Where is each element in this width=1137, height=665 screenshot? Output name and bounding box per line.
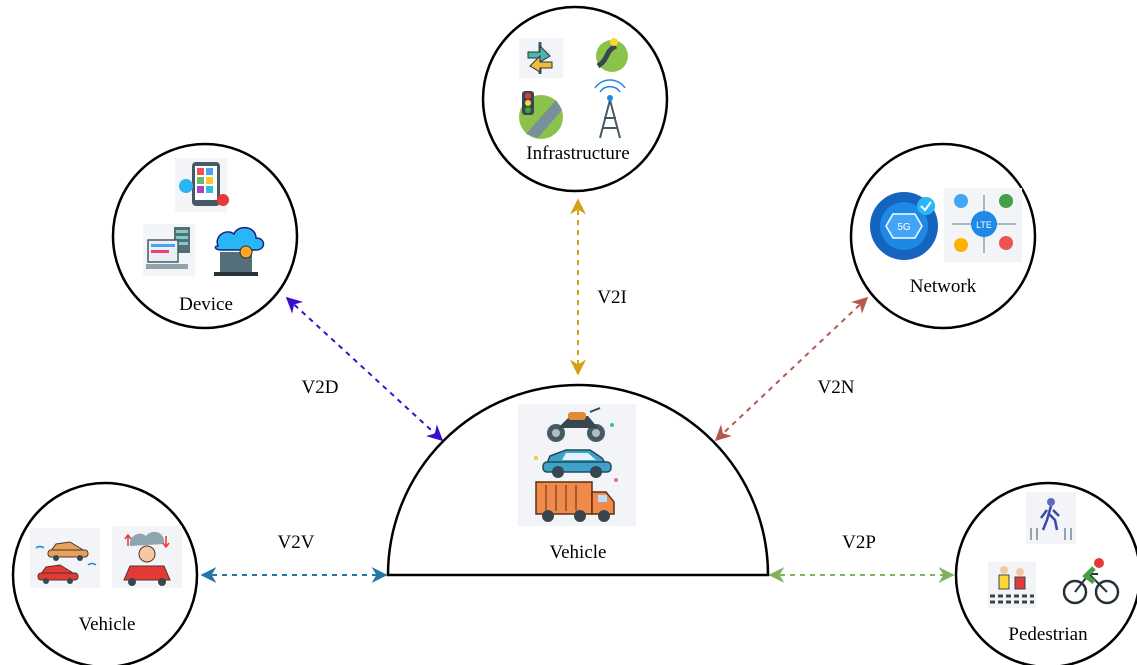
infrastructure-node: Infrastructure — [481, 5, 669, 193]
tablet-settings-icon — [175, 158, 229, 212]
connected-cars-icon — [30, 528, 100, 588]
network-label: Network — [910, 276, 977, 297]
vehicle-left-node: Vehicle — [11, 481, 199, 665]
crossroad-sign-icon — [519, 38, 563, 78]
svg-text:5G: 5G — [897, 222, 911, 233]
traffic-light-road-icon — [519, 91, 563, 139]
pedestrian-node: Pedestrian — [954, 481, 1137, 665]
motorcycle-icon — [547, 407, 605, 442]
vehicle-left-label: Vehicle — [79, 614, 136, 635]
svg-text:LTE: LTE — [976, 220, 992, 230]
car-driver-icon — [112, 526, 182, 588]
v2v-label: V2V — [278, 532, 315, 553]
pedestrian-label: Pedestrian — [1008, 624, 1088, 645]
road-landscape-icon — [596, 38, 628, 72]
vehicle-center-node: Vehicle — [386, 383, 770, 577]
v2p-label: V2P — [842, 532, 876, 553]
v2d-arrow — [285, 296, 444, 442]
crosswalk-icon — [1026, 492, 1076, 544]
cyclist-icon — [1062, 558, 1120, 605]
lte-network-icon: LTE — [944, 188, 1022, 262]
car-icon — [542, 449, 612, 478]
v2d-label: V2D — [302, 377, 339, 398]
v2n-label: V2N — [818, 377, 855, 398]
server-computer-icon — [143, 224, 195, 276]
vehicle-icons-panel — [518, 404, 636, 526]
cloud-laptop-icon — [214, 226, 265, 276]
infrastructure-label: Infrastructure — [526, 143, 629, 164]
truck-icon — [535, 481, 615, 522]
pedestrians-crossing-icon — [988, 562, 1036, 608]
device-node: Device — [111, 142, 299, 330]
v2n-arrow — [714, 296, 869, 442]
5g-network-icon: 5G — [870, 192, 938, 260]
radio-tower-icon — [594, 79, 626, 139]
vehicle-center-label: Vehicle — [550, 542, 607, 563]
device-label: Device — [179, 294, 233, 315]
v2i-label: V2I — [597, 287, 627, 308]
network-node: 5G LTE Network — [849, 142, 1037, 330]
